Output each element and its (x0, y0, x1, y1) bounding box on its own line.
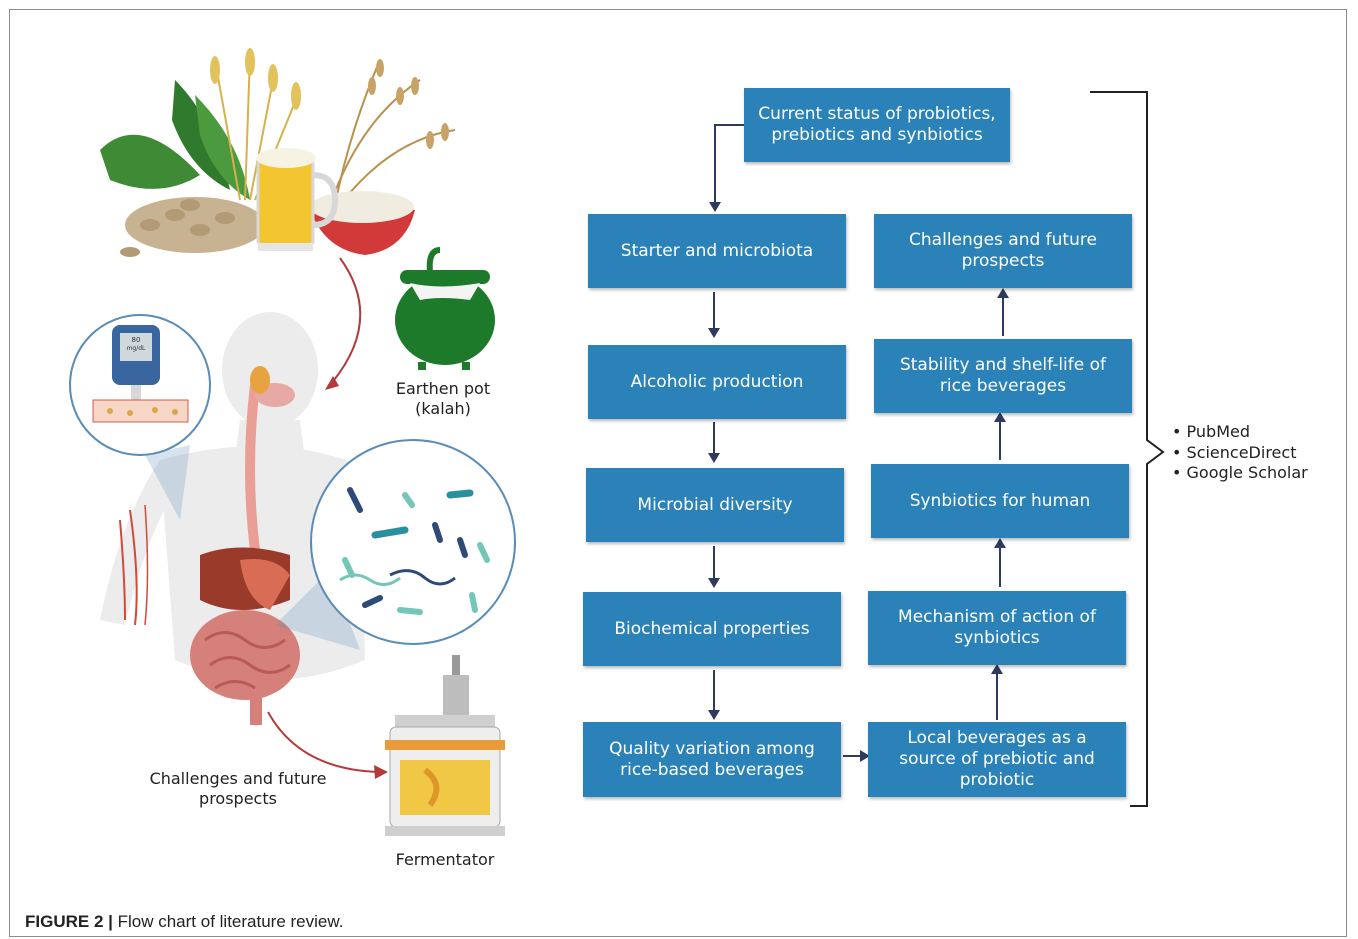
box-alcoholic-production: Alcoholic production (588, 345, 846, 419)
earthen-pot-label: Earthen pot (kalah) (395, 379, 491, 418)
caption-text: Flow chart of literature review. (112, 912, 344, 931)
microbe-inset (275, 439, 516, 650)
box-mechanism-action: Mechanism of action of synbiotics (868, 591, 1126, 665)
box-challenges-future: Challenges and future prospects (874, 214, 1132, 288)
sources-list: PubMed ScienceDirect Google Scholar (1172, 422, 1308, 484)
box-stability-shelf-life: Stability and shelf-life of rice beverag… (874, 339, 1132, 413)
figure-caption: FIGURE 2 | Flow chart of literature revi… (25, 912, 343, 932)
earthen-pot-icon (395, 247, 495, 370)
source-item: PubMed (1172, 422, 1308, 443)
glucometer-unit: mg/dL (126, 345, 146, 352)
glucometer-value: 80 (131, 336, 141, 344)
box-local-beverages: Local beverages as a source of prebiotic… (868, 722, 1126, 797)
fermentator-icon (385, 655, 505, 836)
source-item: Google Scholar (1172, 463, 1308, 484)
human-body (100, 312, 365, 725)
box-current-status: Current status of probiotics, prebiotics… (744, 88, 1010, 162)
challenges-label: Challenges and future prospects (149, 769, 327, 808)
grains-cluster (100, 48, 456, 257)
box-quality-variation: Quality variation among rice-based bever… (583, 722, 841, 797)
flow-arrows (708, 124, 1009, 762)
box-synbiotics-human: Synbiotics for human (871, 464, 1129, 538)
source-item: ScienceDirect (1172, 443, 1308, 464)
box-microbial-diversity: Microbial diversity (586, 468, 844, 542)
glucometer-inset (69, 314, 211, 520)
box-biochemical-properties: Biochemical properties (583, 592, 841, 666)
caption-label: FIGURE 2 | (25, 912, 113, 931)
figure-frame (9, 9, 1347, 937)
sources-bracket (1090, 91, 1165, 807)
box-starter-microbiota: Starter and microbiota (588, 214, 846, 288)
fermentator-label: Fermentator (395, 850, 495, 869)
